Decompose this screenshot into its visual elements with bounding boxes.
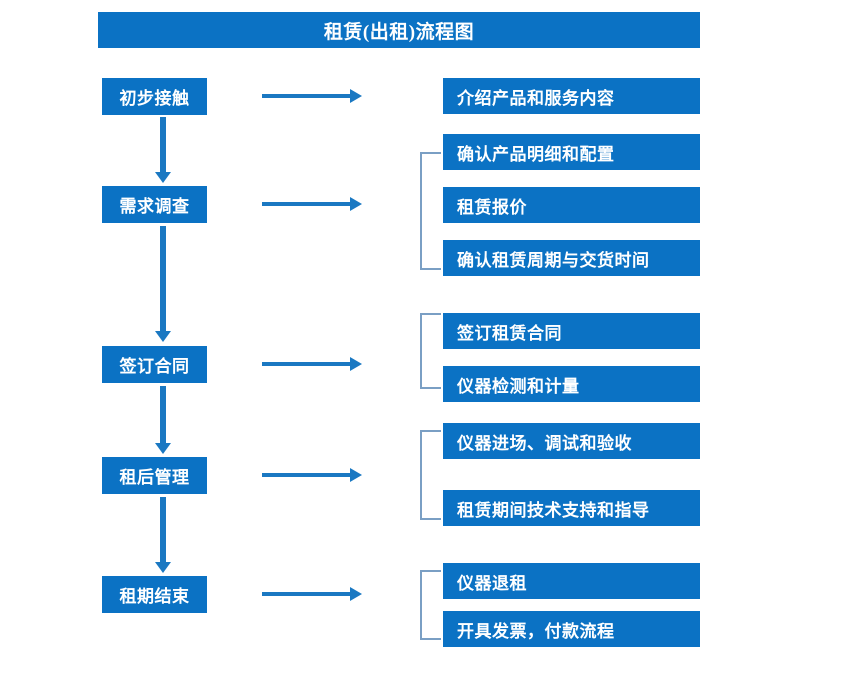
detail-box-6[interactable]: 仪器检测和计量 [443, 366, 700, 402]
detail-box-8[interactable]: 租赁期间技术支持和指导 [443, 490, 700, 526]
vertical-arrow-3 [155, 386, 171, 454]
diagram-title: 租赁(出租)流程图 [98, 12, 700, 48]
detail-box-1[interactable]: 介绍产品和服务内容 [443, 78, 700, 114]
group-bracket-2 [420, 152, 441, 270]
horizontal-arrow-3 [262, 357, 362, 371]
detail-box-7[interactable]: 仪器进场、调试和验收 [443, 423, 700, 459]
horizontal-arrow-4 [262, 468, 362, 482]
stage-box-2[interactable]: 需求调查 [102, 186, 207, 223]
vertical-arrow-1 [155, 117, 171, 183]
stage-box-1[interactable]: 初步接触 [102, 78, 207, 115]
detail-box-4[interactable]: 确认租赁周期与交货时间 [443, 240, 700, 276]
detail-box-2[interactable]: 确认产品明细和配置 [443, 134, 700, 170]
horizontal-arrow-2 [262, 197, 362, 211]
detail-box-3[interactable]: 租赁报价 [443, 187, 700, 223]
detail-box-10[interactable]: 开具发票，付款流程 [443, 611, 700, 647]
group-bracket-5 [420, 570, 441, 640]
vertical-arrow-4 [155, 497, 171, 573]
horizontal-arrow-5 [262, 587, 362, 601]
stage-box-4[interactable]: 租后管理 [102, 457, 207, 494]
horizontal-arrow-1 [262, 89, 362, 103]
group-bracket-3 [420, 313, 441, 389]
stage-box-5[interactable]: 租期结束 [102, 576, 207, 613]
group-bracket-4 [420, 430, 441, 520]
stage-box-3[interactable]: 签订合同 [102, 346, 207, 383]
vertical-arrow-2 [155, 226, 171, 342]
detail-box-9[interactable]: 仪器退租 [443, 563, 700, 599]
detail-box-5[interactable]: 签订租赁合同 [443, 313, 700, 349]
